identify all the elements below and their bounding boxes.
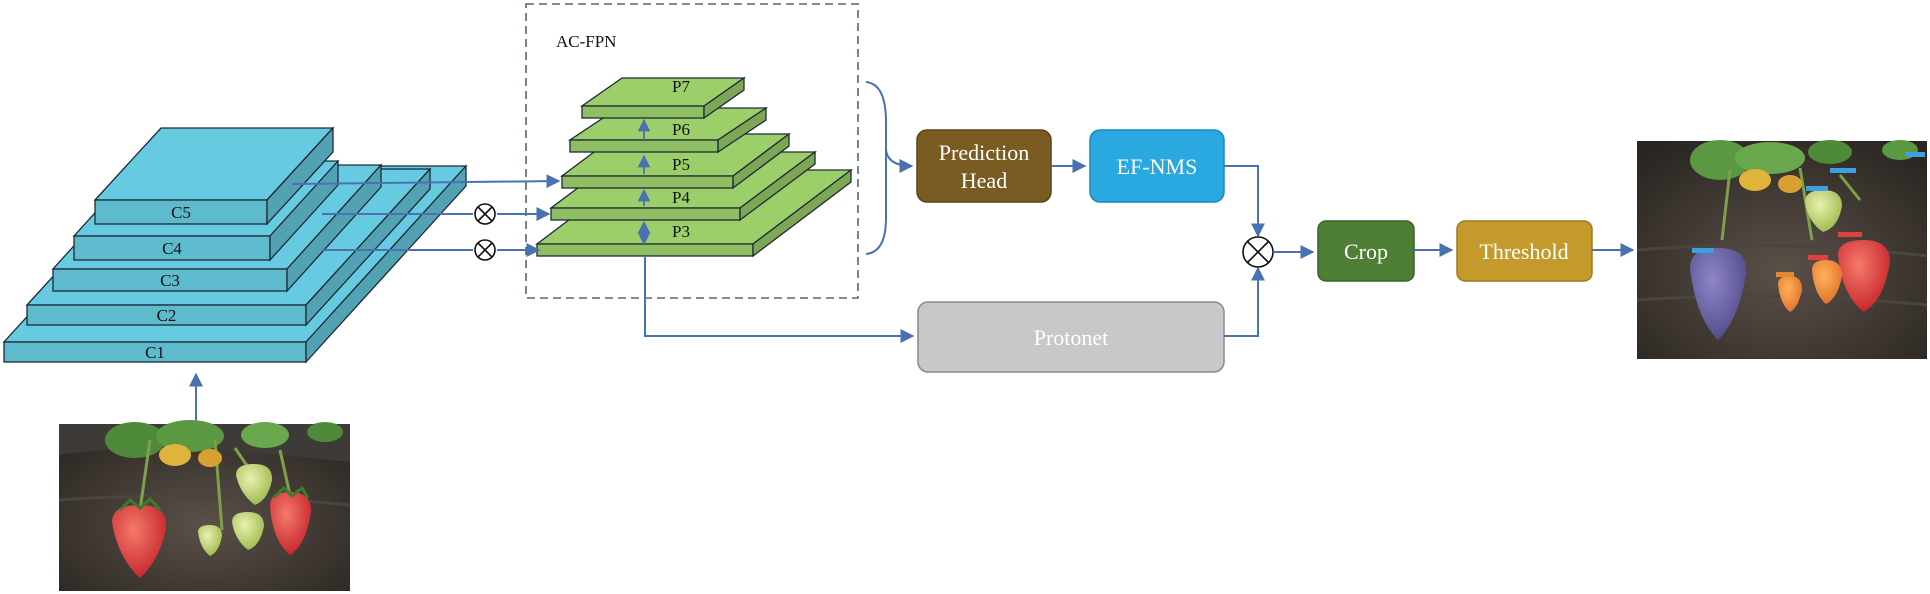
ac-fpn-title: AC-FPN bbox=[556, 32, 616, 51]
ef-nms-block: EF-NMS bbox=[1089, 129, 1225, 203]
lateral-connections bbox=[291, 174, 561, 257]
fpn-level-p7: P7 bbox=[579, 76, 747, 120]
threshold-block: Threshold bbox=[1456, 220, 1593, 282]
p3-to-protonet-arrow bbox=[644, 256, 915, 343]
assembly-multiply-operator bbox=[1242, 236, 1274, 268]
multiply-operator bbox=[474, 203, 496, 225]
brace-to-head-arrow bbox=[885, 149, 914, 173]
crop-label: Crop bbox=[1344, 239, 1388, 264]
backbone-level-c4-label: C4 bbox=[162, 239, 182, 258]
protonet-to-multiply-arrow bbox=[1224, 266, 1265, 337]
output-image bbox=[1636, 140, 1928, 359]
backbone-level-c2-label: C2 bbox=[157, 306, 177, 325]
backbone-level-c1-label: C1 bbox=[145, 343, 165, 362]
backbone-level-c3-label: C3 bbox=[160, 271, 180, 290]
ac-fpn-region bbox=[525, 3, 859, 299]
fpn-output-brace bbox=[865, 81, 887, 255]
protonet-label: Protonet bbox=[1034, 325, 1109, 350]
fpn-level-p4-label: P4 bbox=[672, 188, 690, 207]
backbone-level-c5-label: C5 bbox=[171, 203, 191, 222]
fpn-level-p5-label: P5 bbox=[672, 155, 690, 174]
protonet-block: Protonet bbox=[917, 301, 1225, 373]
fpn-pyramid: P3 P4 P5 P6 P7 bbox=[535, 76, 853, 258]
backbone-pyramid: C1 C2 C3 C4 C5 bbox=[2, 126, 468, 364]
threshold-label: Threshold bbox=[1479, 239, 1568, 264]
fpn-level-p6-label: P6 bbox=[672, 120, 690, 139]
nms-to-multiply-arrow bbox=[1224, 165, 1265, 238]
fpn-level-p6: P6 bbox=[567, 106, 769, 154]
lateral-multiply-ops bbox=[474, 203, 496, 261]
crop-block: Crop bbox=[1317, 220, 1415, 282]
ef-nms-label: EF-NMS bbox=[1117, 154, 1198, 179]
c5-to-p5-arrow bbox=[291, 174, 561, 189]
input-image bbox=[58, 420, 351, 591]
multiply-operator bbox=[474, 239, 496, 261]
fpn-level-p3-label: P3 bbox=[672, 222, 690, 241]
fpn-level-p7-label: P7 bbox=[672, 77, 690, 96]
backbone-level-c5: C5 bbox=[93, 126, 335, 226]
